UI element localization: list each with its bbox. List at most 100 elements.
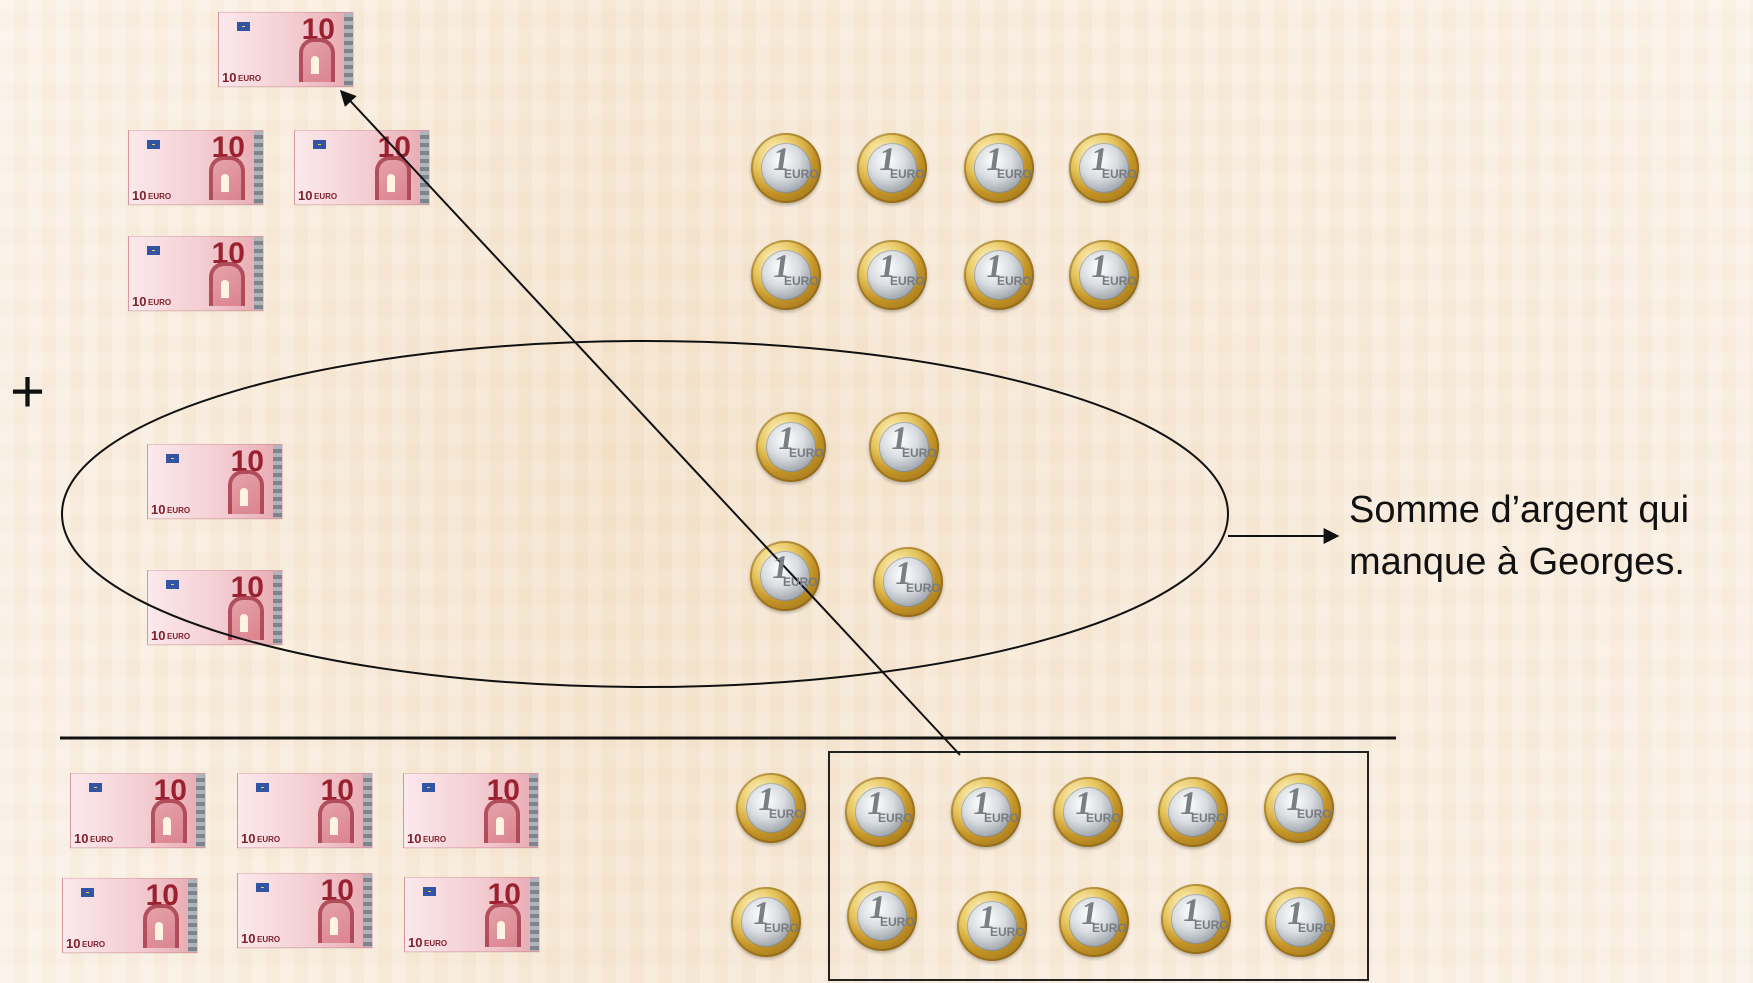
annotation-line-1: Somme d’argent qui xyxy=(1349,484,1689,536)
eu-flag-icon xyxy=(166,454,179,463)
banknote-10-euro-bottom-3: 10 10 EURO xyxy=(403,773,539,848)
security-strip xyxy=(188,879,197,952)
banknote-currency: EURO xyxy=(148,192,171,201)
banknote-currency: EURO xyxy=(90,835,113,844)
banknote-currency: EURO xyxy=(257,935,280,944)
banknote-10-euro-bottom-6: 10 10 EURO xyxy=(404,877,540,952)
security-strip xyxy=(254,131,263,204)
coin-1-euro-top-6: 1 EURO xyxy=(857,240,927,310)
coin-currency: EURO xyxy=(789,446,824,460)
security-strip xyxy=(363,774,372,847)
banknote-currency: EURO xyxy=(82,940,105,949)
coin-currency: EURO xyxy=(880,915,915,929)
banknote-10-euro-missing-1: 10 10 EURO xyxy=(147,444,283,519)
coin-1-euro-top-7: 1 EURO xyxy=(964,240,1034,310)
banknote-small-value: 10 xyxy=(241,831,255,846)
banknote-10-euro-bottom-2: 10 10 EURO xyxy=(237,773,373,848)
eu-flag-icon xyxy=(147,140,160,149)
arch-icon xyxy=(151,799,187,843)
coin-currency: EURO xyxy=(784,167,819,181)
coin-1-euro-top-5: 1 EURO xyxy=(751,240,821,310)
coin-1-euro-missing-2: 1 EURO xyxy=(869,412,939,482)
banknote-10-euro-top-3: 10 10 EURO xyxy=(294,130,430,205)
plus-sign: + xyxy=(10,362,45,422)
arch-icon xyxy=(484,799,520,843)
banknote-10-euro-top-1: 10 10 EURO xyxy=(218,12,354,87)
coin-currency: EURO xyxy=(1298,921,1333,935)
coin-currency: EURO xyxy=(984,811,1019,825)
coin-currency: EURO xyxy=(1102,274,1137,288)
arch-icon xyxy=(209,262,245,306)
banknote-currency: EURO xyxy=(424,939,447,948)
banknote-10-euro-missing-2: 10 10 EURO xyxy=(147,570,283,645)
coin-currency: EURO xyxy=(1102,167,1137,181)
arch-icon xyxy=(375,156,411,200)
banknote-currency: EURO xyxy=(167,632,190,641)
eu-flag-icon xyxy=(423,887,436,896)
coin-1-euro-top-8: 1 EURO xyxy=(1069,240,1139,310)
coin-currency: EURO xyxy=(1086,811,1121,825)
eu-flag-icon xyxy=(422,783,435,792)
banknote-10-euro-bottom-1: 10 10 EURO xyxy=(70,773,206,848)
coin-currency: EURO xyxy=(997,274,1032,288)
security-strip xyxy=(273,445,282,518)
arch-icon xyxy=(228,596,264,640)
banknote-10-euro-bottom-5: 10 10 EURO xyxy=(237,873,373,948)
coin-currency: EURO xyxy=(1194,918,1229,932)
security-strip xyxy=(530,878,539,951)
coin-currency: EURO xyxy=(769,807,804,821)
security-strip xyxy=(273,571,282,644)
banknote-small-value: 10 xyxy=(407,831,421,846)
banknote-small-value: 10 xyxy=(151,628,165,643)
security-strip xyxy=(529,774,538,847)
coin-currency: EURO xyxy=(1092,921,1127,935)
missing-amount-annotation: Somme d’argent qui manque à Georges. xyxy=(1349,484,1689,588)
arch-icon xyxy=(143,904,179,948)
security-strip xyxy=(196,774,205,847)
eu-flag-icon xyxy=(147,246,160,255)
eu-flag-icon xyxy=(89,783,102,792)
arch-icon xyxy=(318,799,354,843)
eu-flag-icon xyxy=(166,580,179,589)
banknote-small-value: 10 xyxy=(408,935,422,950)
coin-currency: EURO xyxy=(890,274,925,288)
banknote-small-value: 10 xyxy=(132,294,146,309)
banknote-currency: EURO xyxy=(167,506,190,515)
coin-currency: EURO xyxy=(764,921,799,935)
banknote-currency: EURO xyxy=(314,192,337,201)
coin-1-euro-missing-4: 1 EURO xyxy=(873,547,943,617)
coin-1-euro-top-3: 1 EURO xyxy=(964,133,1034,203)
coin-currency: EURO xyxy=(784,274,819,288)
banknote-small-value: 10 xyxy=(132,188,146,203)
security-strip xyxy=(344,13,353,86)
eu-flag-icon xyxy=(256,883,269,892)
coin-1-euro-missing-3: 1 EURO xyxy=(750,541,820,611)
coin-1-euro-missing-1: 1 EURO xyxy=(756,412,826,482)
banknote-10-euro-top-2: 10 10 EURO xyxy=(128,130,264,205)
arch-icon xyxy=(318,899,354,943)
arch-icon xyxy=(299,38,335,82)
security-strip xyxy=(420,131,429,204)
eu-flag-icon xyxy=(237,22,250,31)
banknote-small-value: 10 xyxy=(66,936,80,951)
arch-icon xyxy=(228,470,264,514)
banknote-10-euro-bottom-4: 10 10 EURO xyxy=(62,878,198,953)
coin-currency: EURO xyxy=(783,575,818,589)
security-strip xyxy=(363,874,372,947)
coin-currency: EURO xyxy=(890,167,925,181)
banknote-currency: EURO xyxy=(148,298,171,307)
arch-icon xyxy=(485,903,521,947)
coin-currency: EURO xyxy=(1191,811,1226,825)
eu-flag-icon xyxy=(313,140,326,149)
coin-currency: EURO xyxy=(1297,807,1332,821)
banknote-10-euro-top-4: 10 10 EURO xyxy=(128,236,264,311)
banknote-currency: EURO xyxy=(257,835,280,844)
coin-currency: EURO xyxy=(997,167,1032,181)
coin-1-euro-bottom-7: 1 EURO xyxy=(731,887,801,957)
eu-flag-icon xyxy=(81,888,94,897)
coin-currency: EURO xyxy=(990,925,1025,939)
arch-icon xyxy=(209,156,245,200)
banknote-small-value: 10 xyxy=(298,188,312,203)
security-strip xyxy=(254,237,263,310)
annotation-line-2: manque à Georges. xyxy=(1349,536,1689,588)
